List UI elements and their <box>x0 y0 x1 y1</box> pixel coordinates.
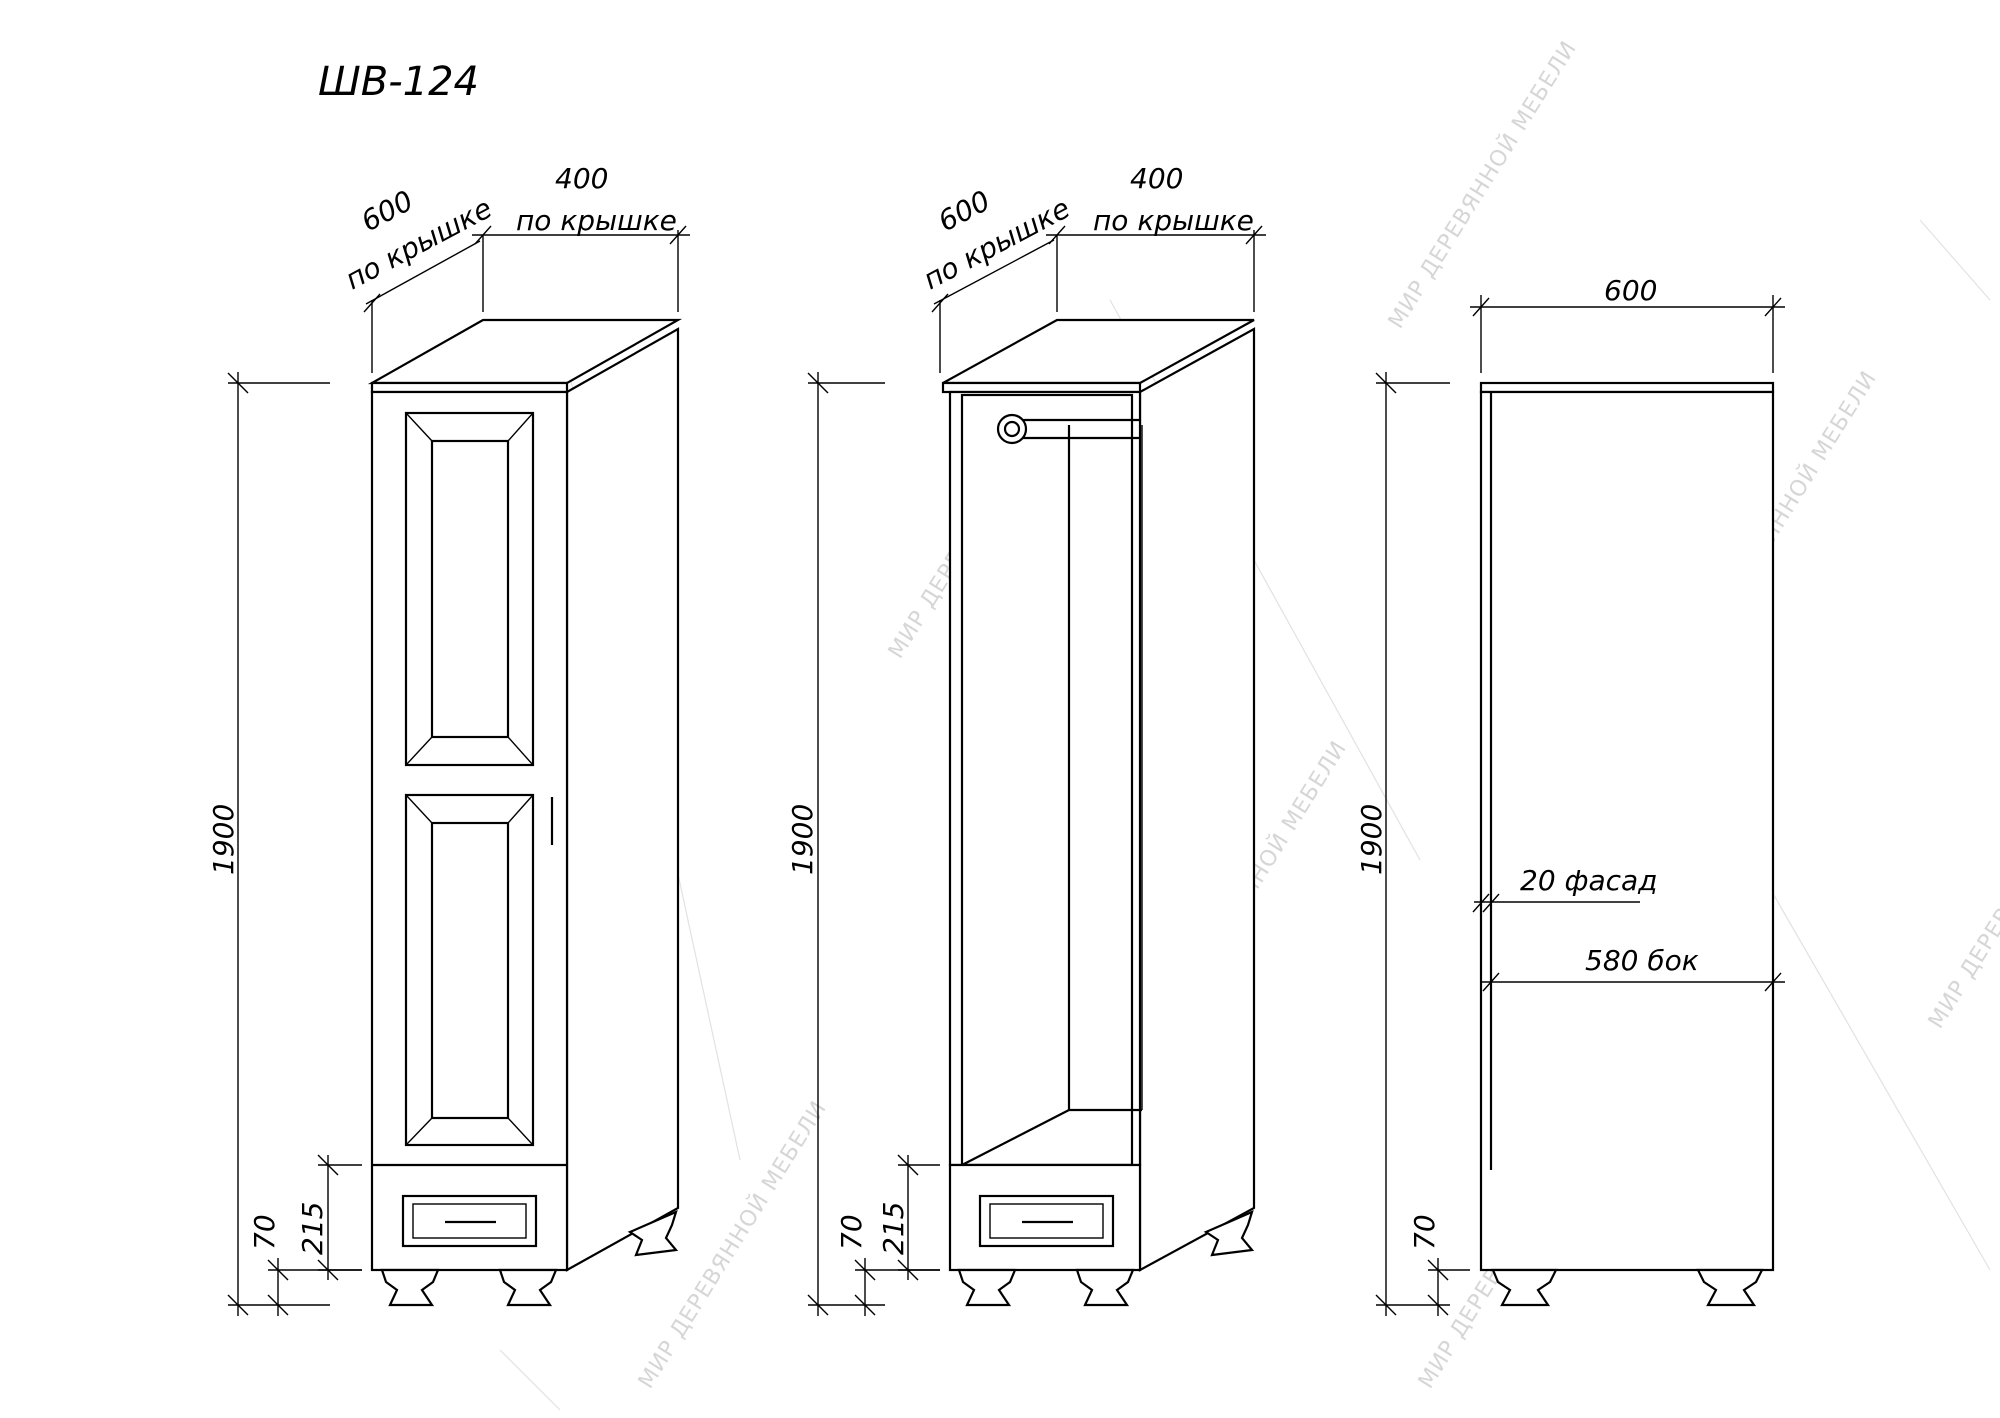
closed-width-value: 400 <box>555 162 608 195</box>
closed-width-note: по крышке <box>516 204 677 237</box>
open-width-value: 400 <box>1130 162 1183 195</box>
open-height-value: 1900 <box>786 804 819 875</box>
side-view: 600 20 фасад 580 бок 1900 70 <box>1355 274 1785 1316</box>
side-legs-value: 70 <box>1408 1214 1441 1250</box>
open-legs-value: 70 <box>835 1214 868 1250</box>
open-width-note: по крышке <box>1093 204 1254 237</box>
side-height-value: 1900 <box>1355 804 1388 875</box>
side-facade-value: 20 фасад <box>1520 864 1658 897</box>
side-panel-value: 580 бок <box>1585 944 1699 977</box>
closed-legs-value: 70 <box>248 1214 281 1250</box>
side-depth-value: 600 <box>1604 274 1657 307</box>
watermark-text: МИР ДЕРЕВЯННОЙ МЕБЕЛИ <box>1923 736 2000 1033</box>
closed-height-value: 1900 <box>207 804 240 875</box>
watermark-text: МИР ДЕРЕВЯННОЙ МЕБЕЛИ <box>1383 36 1582 333</box>
closed-wardrobe-view: 400 по крышке 600 по крышке 1900 215 70 <box>207 162 690 1316</box>
open-wardrobe-view: 400 по крышке 600 по крышке 1900 215 70 <box>786 162 1266 1316</box>
open-drawer-value: 215 <box>877 1202 910 1255</box>
drawing-title: ШВ-124 <box>318 59 479 105</box>
closed-drawer-value: 215 <box>296 1202 329 1255</box>
